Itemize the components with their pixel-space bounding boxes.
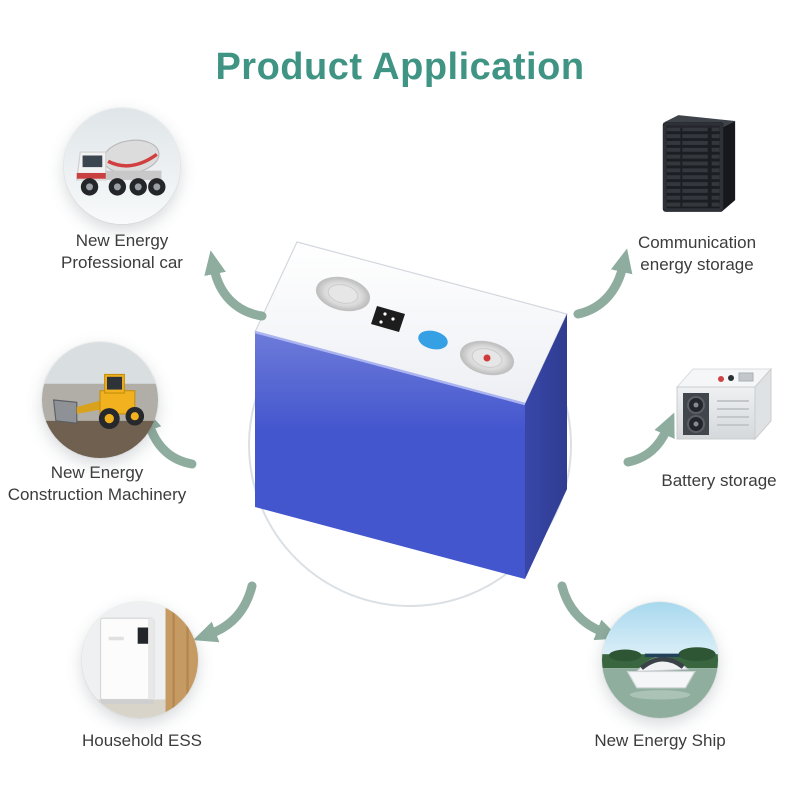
label-line: energy storage — [640, 255, 754, 275]
label-line: New Energy — [75, 231, 169, 250]
application-item-new-energy-ship — [602, 602, 718, 718]
truck-icon — [64, 108, 180, 224]
center-battery — [235, 222, 580, 592]
application-label-construction-machinery: New Energy Construction Machinery — [0, 462, 207, 507]
prismatic-battery-cell-icon — [254, 241, 568, 579]
label-line: New Energy Ship — [594, 731, 726, 750]
server-rack-icon — [662, 115, 736, 212]
application-label-battery-storage: Battery storage — [629, 470, 800, 492]
application-item-communication-energy-storage — [653, 112, 741, 220]
label-line: New Energy — [50, 463, 144, 482]
battery-cabinet-icon — [675, 367, 773, 441]
label-line: Professional car — [61, 253, 183, 273]
curved-arrow-bottom-left — [193, 581, 257, 643]
home-ess-icon — [82, 602, 198, 718]
label-line: Household ESS — [81, 731, 203, 750]
label-line: Construction Machinery — [7, 485, 187, 505]
application-item-construction-machinery — [42, 342, 158, 458]
application-item-battery-storage — [663, 357, 775, 462]
curved-arrow-mid-right — [623, 412, 675, 467]
label-line: Battery storage — [661, 471, 777, 490]
curved-arrow-bottom-right — [557, 581, 620, 641]
curved-arrow-mid-left — [140, 406, 197, 469]
application-item-professional-car — [64, 108, 180, 224]
wheel-loader-icon — [42, 342, 158, 458]
application-label-new-energy-ship: New Energy Ship — [570, 730, 750, 752]
application-label-professional-car: New Energy Professional car — [27, 230, 217, 275]
page-title: Product Application — [215, 46, 585, 88]
application-label-household-ess: Household ESS — [52, 730, 232, 752]
label-line: Communication — [637, 233, 757, 252]
application-label-communication-energy-storage: Communication energy storage — [607, 232, 787, 277]
solar-ship-icon — [602, 602, 718, 718]
application-item-household-ess — [82, 602, 198, 718]
